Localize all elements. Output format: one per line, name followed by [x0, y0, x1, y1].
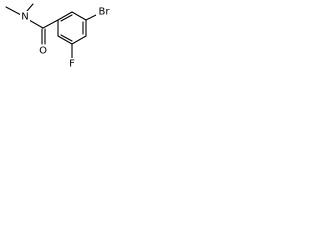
atom-label-fluorine: F — [67, 58, 77, 70]
ring-inner-bond-c — [60, 34, 73, 42]
chemical-structure-diagram: N O F Br — [5, 3, 112, 70]
svg-text:O: O — [39, 46, 47, 57]
bond-carbonyl-ring — [42, 19, 59, 29]
atom-label-nitrogen: N — [20, 11, 30, 23]
svg-text:N: N — [21, 12, 28, 23]
ring-bond-2 — [71, 11, 87, 21]
svg-text:Br: Br — [99, 7, 111, 18]
ring-bond-5 — [57, 35, 73, 45]
atom-label-oxygen: O — [38, 45, 48, 57]
bond-methyl-top — [26, 3, 34, 12]
ring-bond-4 — [71, 35, 87, 45]
ring-bond-1 — [57, 11, 73, 21]
bond-n-carbonyl — [28, 19, 44, 29]
bond-methyl-left — [5, 6, 22, 16]
svg-text:F: F — [69, 59, 75, 70]
ring-inner-bond-a — [60, 14, 73, 22]
atom-label-bromine: Br — [96, 6, 112, 18]
